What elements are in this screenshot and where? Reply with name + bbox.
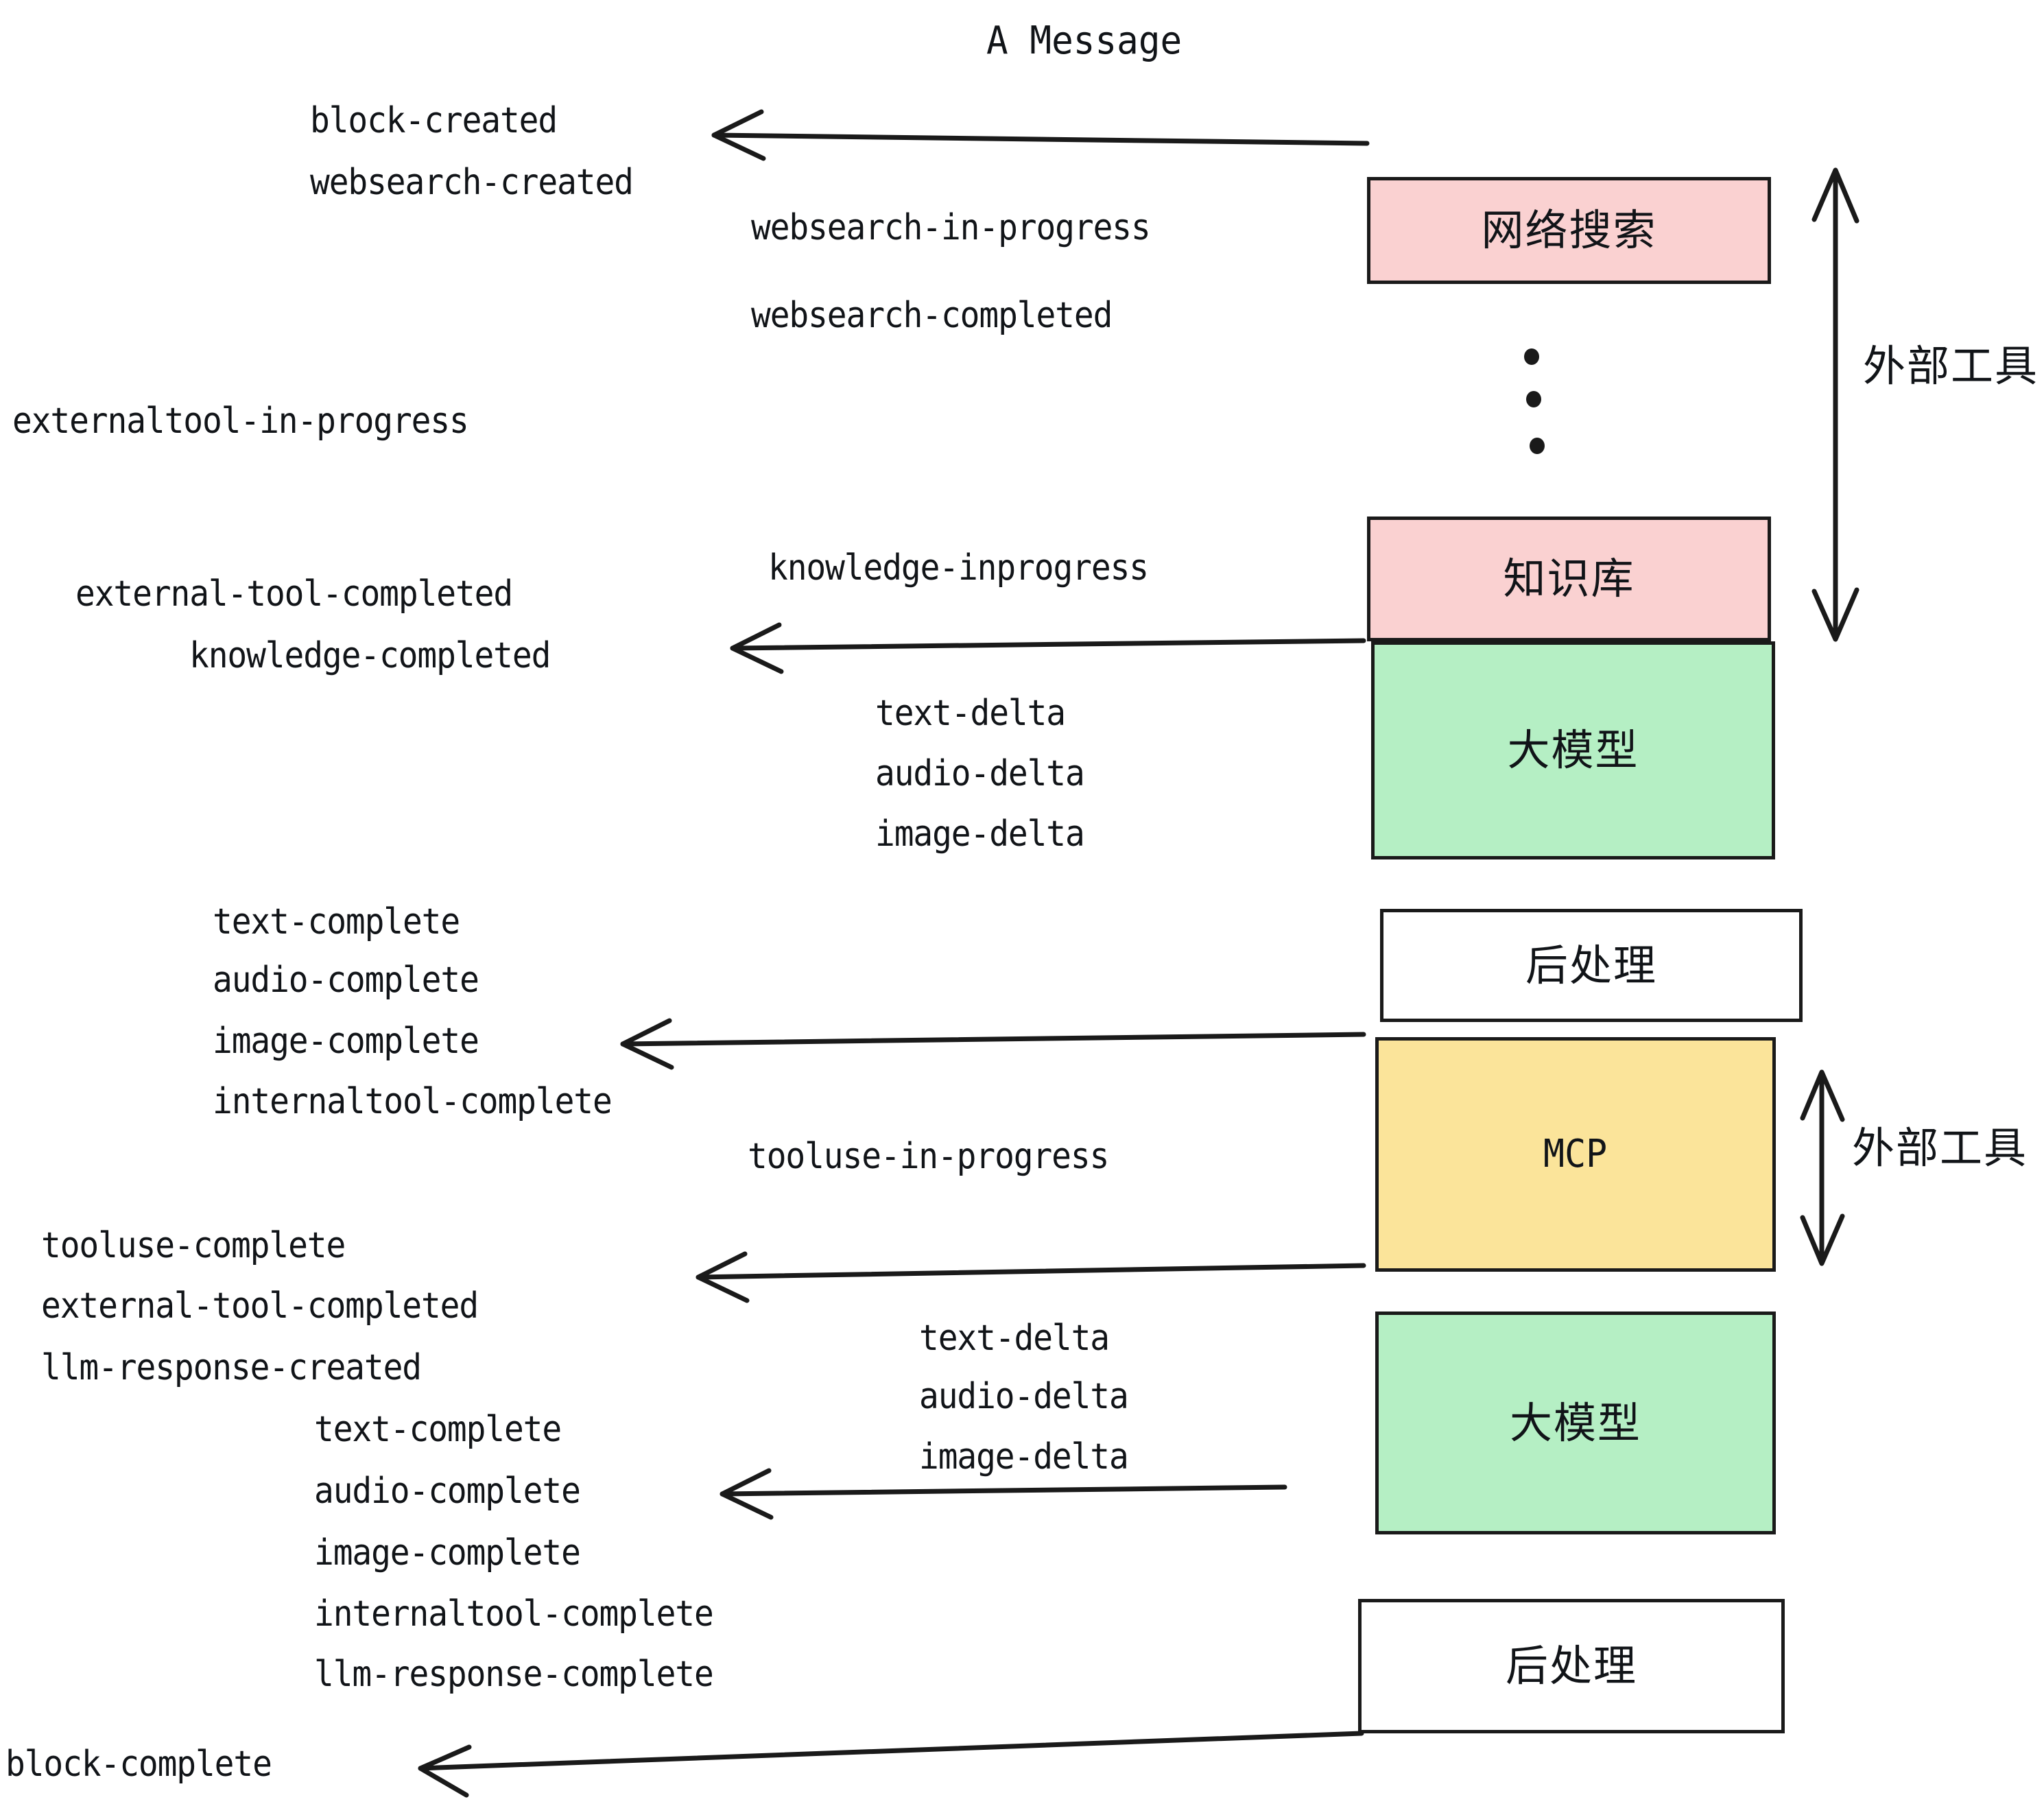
event-external-tool-completed-2: external-tool-completed — [41, 1285, 479, 1327]
side-label-external-tool-top: 外部工具 — [1863, 341, 2039, 391]
page-title: A Message — [986, 19, 1183, 63]
node-postprocess-top-label: 后处理 — [1525, 940, 1657, 990]
ellipsis-dot — [1526, 391, 1541, 407]
event-image-complete-2: image-complete — [314, 1532, 581, 1574]
arrow-postprocess-to-image-complete — [620, 1018, 1366, 1070]
event-tooluse-in-progress: tooluse-in-progress — [748, 1136, 1109, 1177]
node-knowledge[interactable]: 知识库 — [1367, 517, 1771, 641]
external-tool-range-arrow-bottom — [1800, 1069, 1845, 1266]
node-llm-top[interactable]: 大模型 — [1371, 641, 1775, 859]
arrow-postprocess-to-block-complete — [418, 1731, 1364, 1798]
arrow-websearch-to-block-created — [711, 109, 1370, 161]
event-externaltool-in-progress: externaltool-in-progress — [12, 401, 469, 442]
event-text-complete-2: text-complete — [314, 1409, 562, 1450]
node-mcp[interactable]: MCP — [1375, 1037, 1776, 1272]
event-internaltool-complete-2: internaltool-complete — [314, 1593, 714, 1635]
node-websearch-label: 网络搜索 — [1481, 205, 1657, 255]
event-text-delta-1: text-delta — [875, 693, 1066, 734]
event-knowledge-completed: knowledge-completed — [189, 635, 551, 676]
node-llm-bottom[interactable]: 大模型 — [1375, 1312, 1776, 1534]
arrow-mcp-to-tooluse-complete — [696, 1251, 1366, 1303]
event-block-created: block-created — [310, 100, 558, 141]
event-tooluse-complete: tooluse-complete — [41, 1225, 346, 1266]
external-tool-range-arrow-top — [1811, 167, 1859, 642]
node-postprocess-bottom[interactable]: 后处理 — [1358, 1599, 1785, 1733]
event-external-tool-completed-1: external-tool-completed — [75, 573, 513, 615]
event-websearch-created: websearch-created — [310, 162, 634, 203]
event-audio-delta-1: audio-delta — [875, 753, 1085, 794]
arrow-knowledge-to-knowledge-completed — [730, 622, 1366, 674]
event-audio-delta-2: audio-delta — [919, 1376, 1129, 1417]
event-text-delta-2: text-delta — [919, 1318, 1110, 1359]
event-websearch-completed: websearch-completed — [751, 295, 1113, 336]
node-llm-bottom-label: 大模型 — [1509, 1397, 1641, 1448]
event-internaltool-complete-1: internaltool-complete — [213, 1081, 613, 1122]
event-audio-complete-1: audio-complete — [213, 960, 479, 1001]
arrow-llm-to-audio-complete — [720, 1468, 1287, 1520]
event-knowledge-inprogress: knowledge-inprogress — [768, 547, 1149, 589]
node-knowledge-label: 知识库 — [1503, 554, 1635, 604]
event-audio-complete-2: audio-complete — [314, 1471, 581, 1512]
node-llm-top-label: 大模型 — [1507, 725, 1639, 775]
side-label-external-tool-bottom: 外部工具 — [1852, 1123, 2028, 1173]
event-image-delta-2: image-delta — [919, 1436, 1129, 1477]
event-websearch-in-progress: websearch-in-progress — [751, 207, 1151, 248]
ellipsis-dot — [1530, 438, 1545, 454]
event-llm-response-complete: llm-response-complete — [314, 1654, 714, 1695]
event-text-complete-1: text-complete — [213, 901, 460, 942]
node-mcp-label: MCP — [1543, 1132, 1608, 1176]
node-postprocess-top[interactable]: 后处理 — [1380, 909, 1803, 1022]
event-image-delta-1: image-delta — [875, 814, 1085, 855]
node-postprocess-bottom-label: 后处理 — [1505, 1641, 1637, 1691]
ellipsis-dot — [1524, 348, 1539, 365]
event-llm-response-created: llm-response-created — [41, 1347, 422, 1388]
event-block-complete: block-complete — [5, 1744, 272, 1785]
node-websearch[interactable]: 网络搜索 — [1367, 177, 1771, 284]
event-image-complete-1: image-complete — [213, 1021, 479, 1062]
